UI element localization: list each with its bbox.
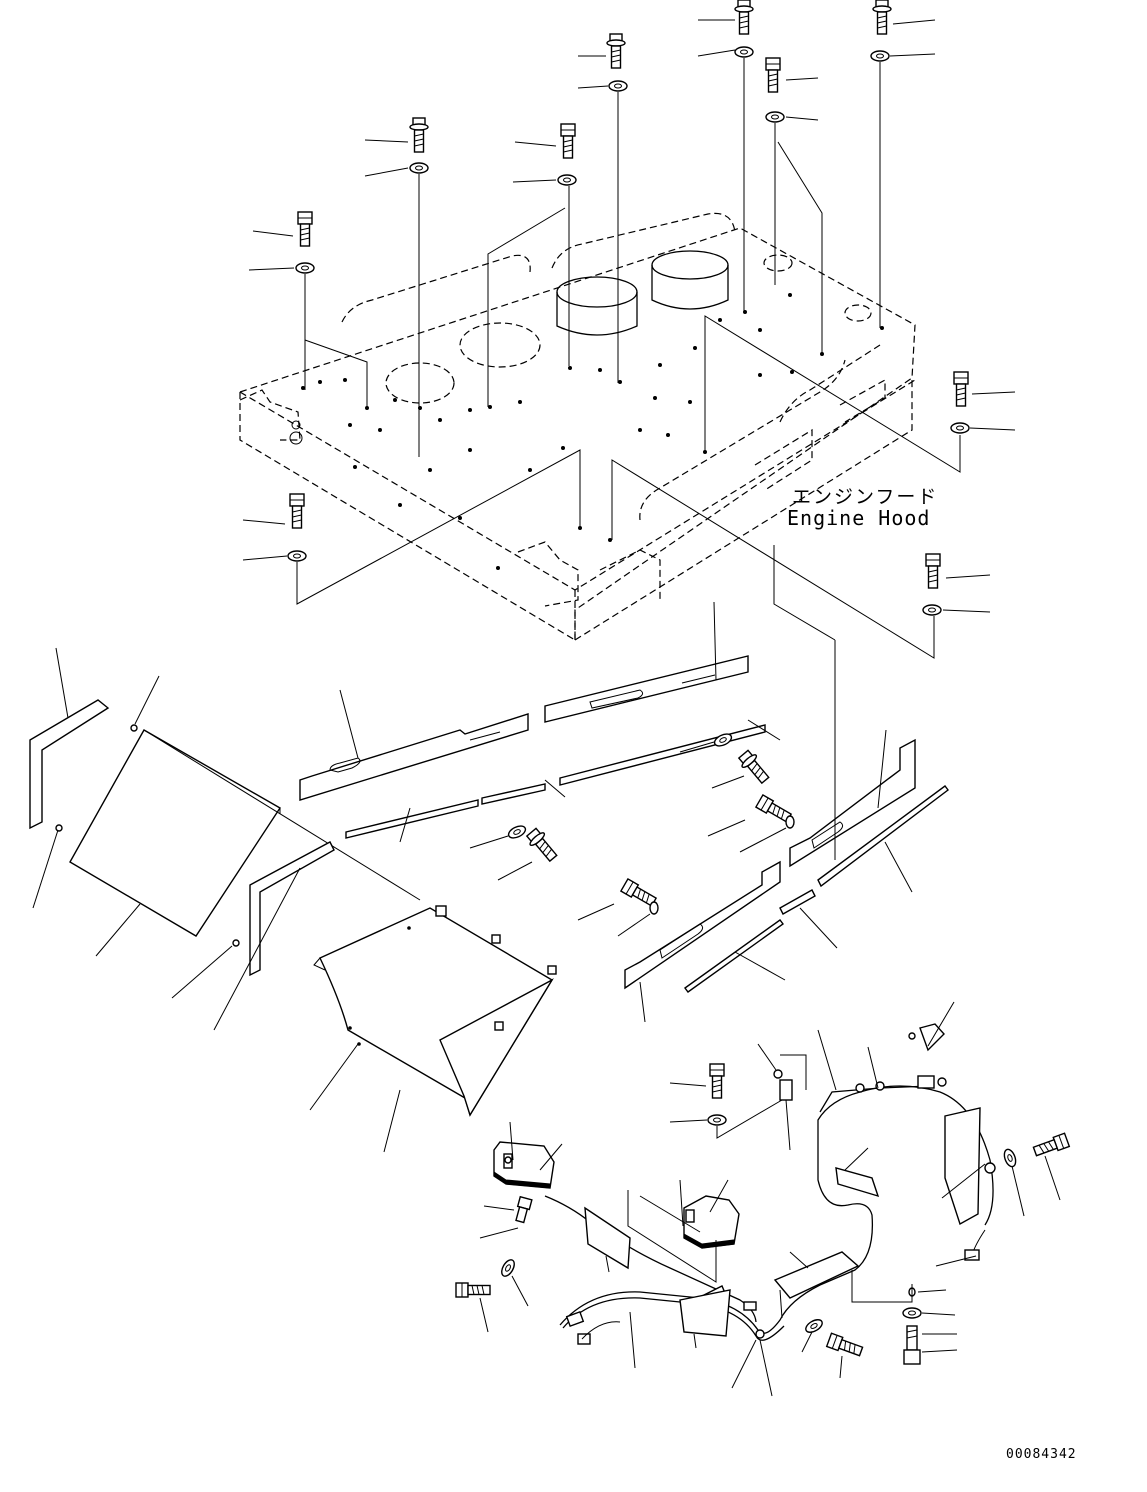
washer-icon [498,1257,518,1279]
left-panels [29,647,557,1153]
washer-icon [506,822,528,842]
bolt-icon [606,33,626,69]
washer-icon [950,422,970,434]
bolt-icon [1031,1132,1071,1159]
work-lamp-icon [493,1141,555,1189]
washer-icon [557,174,577,186]
engine-hood-label-japanese: エンジンフード [792,486,939,508]
washer-icon [287,550,307,562]
bolt-icon [409,117,429,153]
bolt-icon [523,825,561,865]
work-lamp-icon [683,1195,740,1249]
washer-icon [765,111,785,123]
bolt-icon [872,0,892,35]
bolt-icon [297,211,313,247]
washer-icon [922,604,942,616]
washer-icon [803,1316,825,1336]
bolt-icon [560,123,576,159]
engine-hood-label-english: Engine Hood [787,506,931,530]
engine-hood [239,212,916,641]
washer-icon [870,50,890,62]
washer-icon [295,262,315,274]
bolt-icon [455,1282,491,1298]
bolt-icon [903,1325,921,1365]
bolt-icon [735,747,773,787]
bolt-icon [734,0,754,35]
bolt-icon [289,493,305,529]
bolt-icon [765,57,781,93]
washer-icon [902,1307,922,1319]
drawing-number: 00084342 [1006,1447,1077,1462]
washer-icon [707,1114,727,1126]
bolt-icon [515,1195,533,1224]
wiring-harness-assembly [455,1001,1071,1397]
washer-icon [608,80,628,92]
hood-brackets [299,601,781,881]
bolt-icon [953,371,969,407]
right-brackets [577,545,949,1023]
washer-icon [409,162,429,174]
bolt-icon [925,553,941,589]
hood-mounting-bolts [242,0,1016,659]
bolt-icon [709,1063,725,1099]
washer-icon [734,46,754,58]
bolt-icon [825,1332,865,1359]
washer-icon [1001,1147,1019,1169]
